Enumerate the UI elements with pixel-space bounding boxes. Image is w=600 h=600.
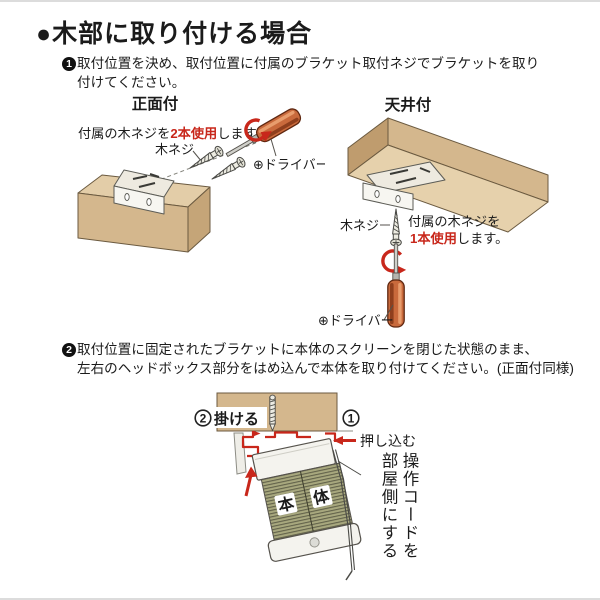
front-mount-heading: 正面付	[132, 94, 179, 113]
figure-install-body-diagram: 2 掛ける 1 押し込む 本 体	[194, 392, 416, 581]
bottom-border-line	[0, 598, 600, 600]
push-arrow-icon	[333, 436, 343, 445]
step-1-line-2: 付けてください。	[77, 74, 186, 90]
step-2-text: 取付位置に固定されたブラケットに本体のスクリーンを閉じた状態のまま、	[77, 342, 538, 357]
front-bracket	[113, 169, 175, 215]
step-2-line-2: 左右のヘッドボックス部分をはめ込んで本体を取り付けてください。(正面付同様)	[77, 360, 574, 376]
operation-cord	[332, 449, 356, 581]
front-note-highlight: 2本使用	[170, 125, 217, 141]
page-title: ●木部に取り付ける場合	[36, 14, 312, 50]
body-char-box-1	[274, 492, 298, 516]
step-1-number-badge: 1	[62, 57, 76, 71]
rail-button	[309, 537, 320, 548]
push-label: 押し込む	[360, 433, 416, 449]
hang-label: 掛ける	[214, 410, 259, 428]
ceiling-note-highlight: 1本使用	[410, 230, 457, 246]
cord-note: 操作コードを部屋側にする	[356, 452, 440, 586]
ceiling-note-line-1: 付属の木ネジを	[408, 214, 500, 229]
board-screw	[269, 394, 276, 432]
step-2-number-badge: 2	[62, 343, 76, 357]
screen-divider	[299, 471, 314, 533]
bracket-clip-detail	[132, 173, 160, 188]
front-driver-pointer-line	[270, 138, 277, 157]
ceiling-driver-label: ⊕ドライバー	[318, 313, 394, 328]
wood-screw	[390, 208, 402, 247]
front-note-prefix: 付属の木ネジを	[78, 126, 170, 141]
top-border-line	[0, 0, 600, 2]
bracket-clip-detail	[389, 167, 431, 184]
hang-arrow-shaft	[244, 474, 253, 497]
hang-step-circle	[194, 409, 212, 427]
step-1-text: 取付位置を決め、取付位置に付属のブラケット取付ネジでブラケットを取り	[77, 56, 540, 71]
ceiling-screw-label: 木ネジ	[340, 218, 379, 233]
bullet-icon: ●	[36, 20, 53, 48]
figure-front-mount-diagram: 正面付 付属の木ネジを2本使用します。 木ネジ ⊕ドライバー	[77, 94, 325, 253]
front-screw-label: 木ネジ	[155, 142, 194, 157]
hang-step-number: 2	[200, 412, 207, 426]
push-step-circle	[342, 409, 360, 427]
cord-note-pointer-line	[337, 460, 362, 476]
front-mount-note: 付属の木ネジを2本使用します。	[78, 125, 269, 141]
push-step-number: 1	[348, 412, 355, 426]
hang-label-backdrop	[211, 407, 267, 428]
cord-note-line-1: 操作コードを	[400, 452, 418, 560]
ceiling-note-suffix: します。	[457, 231, 508, 246]
figure-ceiling-mount-diagram: 天井付 木ネジ 付属の木ネジを 1本使用します。 ⊕ドライバー	[318, 95, 549, 328]
ceiling-note-line-2: 1本使用します。	[410, 230, 508, 246]
ceiling-mount-heading: 天井付	[385, 95, 432, 114]
side-plate	[233, 432, 247, 475]
cord-note-line-2: 部屋側にする	[379, 452, 397, 560]
hang-arrow-icon	[245, 466, 258, 478]
ceiling-driver-pointer-line	[383, 304, 394, 321]
hook-arrow-icon	[253, 430, 261, 437]
page-title-text: 木部に取り付ける場合	[52, 20, 313, 48]
body-label-char-2: 体	[311, 486, 332, 508]
wood-screw-2	[208, 155, 248, 185]
body-char-box-2	[309, 485, 333, 509]
body-label-char-1: 本	[276, 494, 296, 516]
ceiling-bracket	[362, 161, 446, 211]
screen-body: 本 体	[251, 438, 362, 562]
ceiling-beam	[347, 117, 549, 233]
front-driver-label: ⊕ドライバー	[253, 157, 325, 172]
